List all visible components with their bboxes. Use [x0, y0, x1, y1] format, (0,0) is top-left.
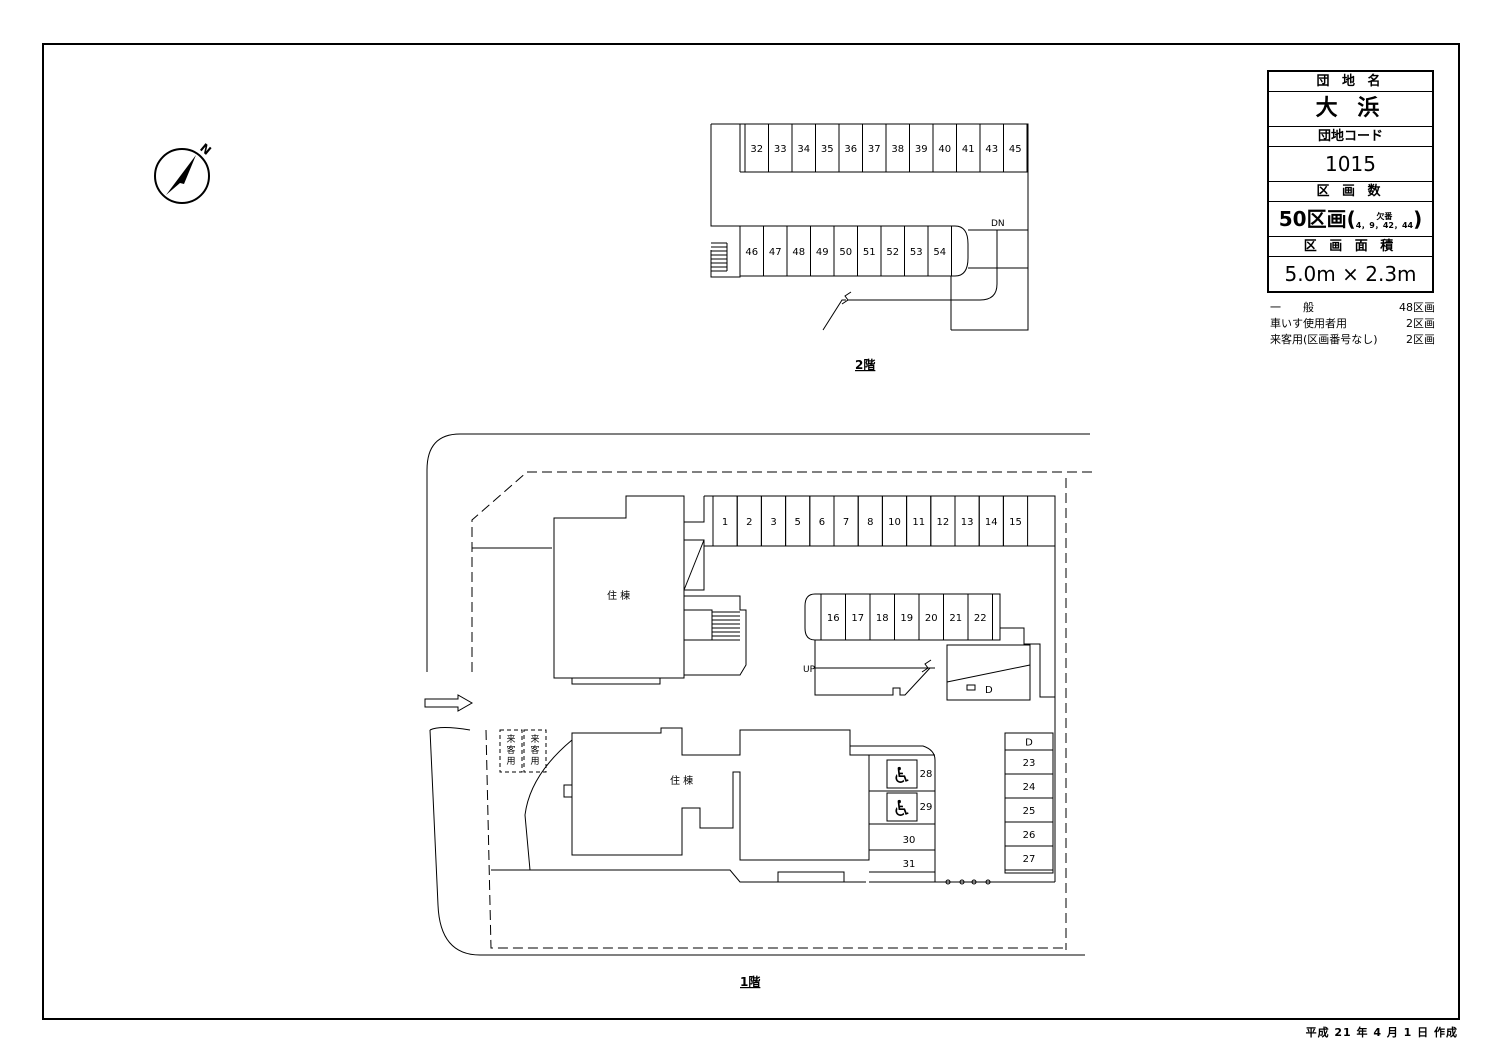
floor1-top-stall-number: 11: [912, 517, 925, 528]
floor2-top-stall-number: 33: [774, 144, 787, 155]
floor2-bottom-stall-number: 48: [792, 247, 805, 258]
drawing-frame: [42, 43, 1460, 1020]
floor2-top-stall-number: 36: [844, 144, 857, 155]
floor1-lower-stall-number: 30: [903, 835, 916, 846]
floor1-right-stall-number: 26: [1023, 830, 1036, 841]
floor1-up-label: UP: [803, 665, 816, 675]
floor1-mid-stall-number: 18: [876, 613, 889, 624]
floor1-right-stall-number: 24: [1023, 782, 1036, 793]
floor2-top-stall-number: 34: [797, 144, 810, 155]
breakdown-label: 一 般: [1270, 301, 1314, 314]
site-name: 大 浜: [1269, 92, 1432, 127]
floor1-stairs-icon: [712, 611, 740, 641]
guest-stall: [523, 729, 547, 773]
floor1-top-stall-number: 1: [722, 517, 728, 528]
floor1-plan: [424, 433, 1092, 956]
floor1-d-label: D: [985, 685, 993, 696]
floor1-top-stall: [1002, 495, 1029, 547]
floor2-top-stall-number: 35: [821, 144, 834, 155]
floor2-bottom-stall: [927, 225, 952, 277]
floor1-top-stall-number: 6: [819, 517, 825, 528]
floor1-top-stall-number: 15: [1009, 517, 1022, 528]
wheelchair-symbol-icon: ♿: [892, 764, 912, 789]
floor2-top-stall-number: 32: [750, 144, 763, 155]
floor2-stairs-icon: [711, 242, 728, 272]
site-name-label: 団 地 名: [1269, 72, 1432, 92]
floor1-right-stall: [1004, 845, 1054, 871]
breakdown-row: 来客用(区画番号なし) 2区画: [1270, 332, 1435, 348]
wheelchair-icon: [886, 792, 918, 822]
floor1-mid-stall-number: 22: [974, 613, 987, 624]
floor2-bottom-stall-number: 46: [745, 247, 758, 258]
breakdown-label: 車いす使用者用: [1270, 317, 1347, 330]
floor2-bottom-stall-number: 47: [769, 247, 782, 258]
floor2-top-stall-number: 38: [891, 144, 904, 155]
floor1-mid-stall-number: 17: [851, 613, 864, 624]
floor1-top-stall-number: 14: [985, 517, 998, 528]
floor1-top-stall-number: 3: [770, 517, 776, 528]
floor1-right-stall-number: 27: [1023, 854, 1036, 865]
floor2-top-stall: [1003, 123, 1028, 173]
floor2-bottom-stall-number: 50: [839, 247, 852, 258]
floor2-top-stall-number: 45: [1009, 144, 1022, 155]
floor2-bottom-stall-number: 49: [816, 247, 829, 258]
floor1-mid-stall: [967, 593, 993, 641]
north-arrow-icon: N: [154, 141, 214, 204]
floor1-lower-stall-number: 31: [903, 859, 916, 870]
site-code: 1015: [1269, 147, 1432, 182]
floor1-mid-stall-number: 16: [827, 613, 840, 624]
space-count: 50区画: [1278, 207, 1347, 231]
breakdown-label: 来客用(区画番号なし): [1270, 333, 1378, 346]
accessible-stall-number: 29: [920, 802, 933, 813]
floor2-top-stall-number: 37: [868, 144, 881, 155]
breakdown-row: 車いす使用者用 2区画: [1270, 316, 1435, 332]
floor2-top-stall-number: 40: [938, 144, 951, 155]
floor2-bottom-stall-number: 51: [863, 247, 876, 258]
site-code-label: 団地コード: [1269, 127, 1432, 147]
breakdown-row: 一 般 48区画: [1270, 300, 1435, 316]
wheelchair-icon: [886, 759, 918, 789]
floor2-bottom-stall-number: 52: [886, 247, 899, 258]
floor1-top-stall-number: 5: [795, 517, 801, 528]
floor1-right-stall-number: 23: [1023, 758, 1036, 769]
wheelchair-symbol-icon: ♿: [892, 797, 912, 822]
floor1-label: 1階: [740, 974, 760, 989]
breakdown-value: 2区画: [1406, 333, 1435, 346]
floor1-mid-stall-number: 19: [900, 613, 913, 624]
floor1-top-stall-number: 7: [843, 517, 849, 528]
breakdown-value: 2区画: [1406, 317, 1435, 330]
floor1-top-stall-number: 10: [888, 517, 901, 528]
floor1-top-stall-number: 13: [961, 517, 974, 528]
floor2-bottom-stall-number: 53: [910, 247, 923, 258]
floor1-mid-stall-number: 21: [949, 613, 962, 624]
breakdown-value: 48区画: [1399, 301, 1435, 314]
floor2-top-stall-number: 39: [915, 144, 928, 155]
guest-stall-label: 来客用: [506, 734, 515, 767]
floor2-top-stall-number: 43: [985, 144, 998, 155]
floor2-label: 2階: [855, 357, 875, 372]
floor2-bottom-stall-number: 54: [933, 247, 946, 258]
floor1-mid-stall-number: 20: [925, 613, 938, 624]
floor1-top-stall-number: 12: [937, 517, 950, 528]
floor2-top-stall-number: 41: [962, 144, 975, 155]
floor1-right-stall-number: D: [1025, 738, 1033, 749]
created-date: 平成 21 年 4 月 1 日 作成: [1305, 1026, 1458, 1039]
lower-building-label: 住 棟: [670, 774, 693, 787]
guest-stall: [499, 729, 523, 773]
space-size: 5.0m × 2.3m: [1284, 262, 1417, 286]
floor1-top-stall-number: 8: [867, 517, 873, 528]
floor2-dn-label: DN: [991, 219, 1005, 229]
upper-building-label: 住 棟: [607, 589, 630, 602]
floor1-right-stall-number: 25: [1023, 806, 1036, 817]
floor1-top-stall-number: 2: [746, 517, 752, 528]
space-size-label: 区 画 面 積: [1269, 237, 1432, 257]
guest-stall-label: 来客用: [530, 734, 539, 767]
space-count-label: 区 画 数: [1269, 182, 1432, 202]
accessible-stall-number: 28: [920, 769, 933, 780]
